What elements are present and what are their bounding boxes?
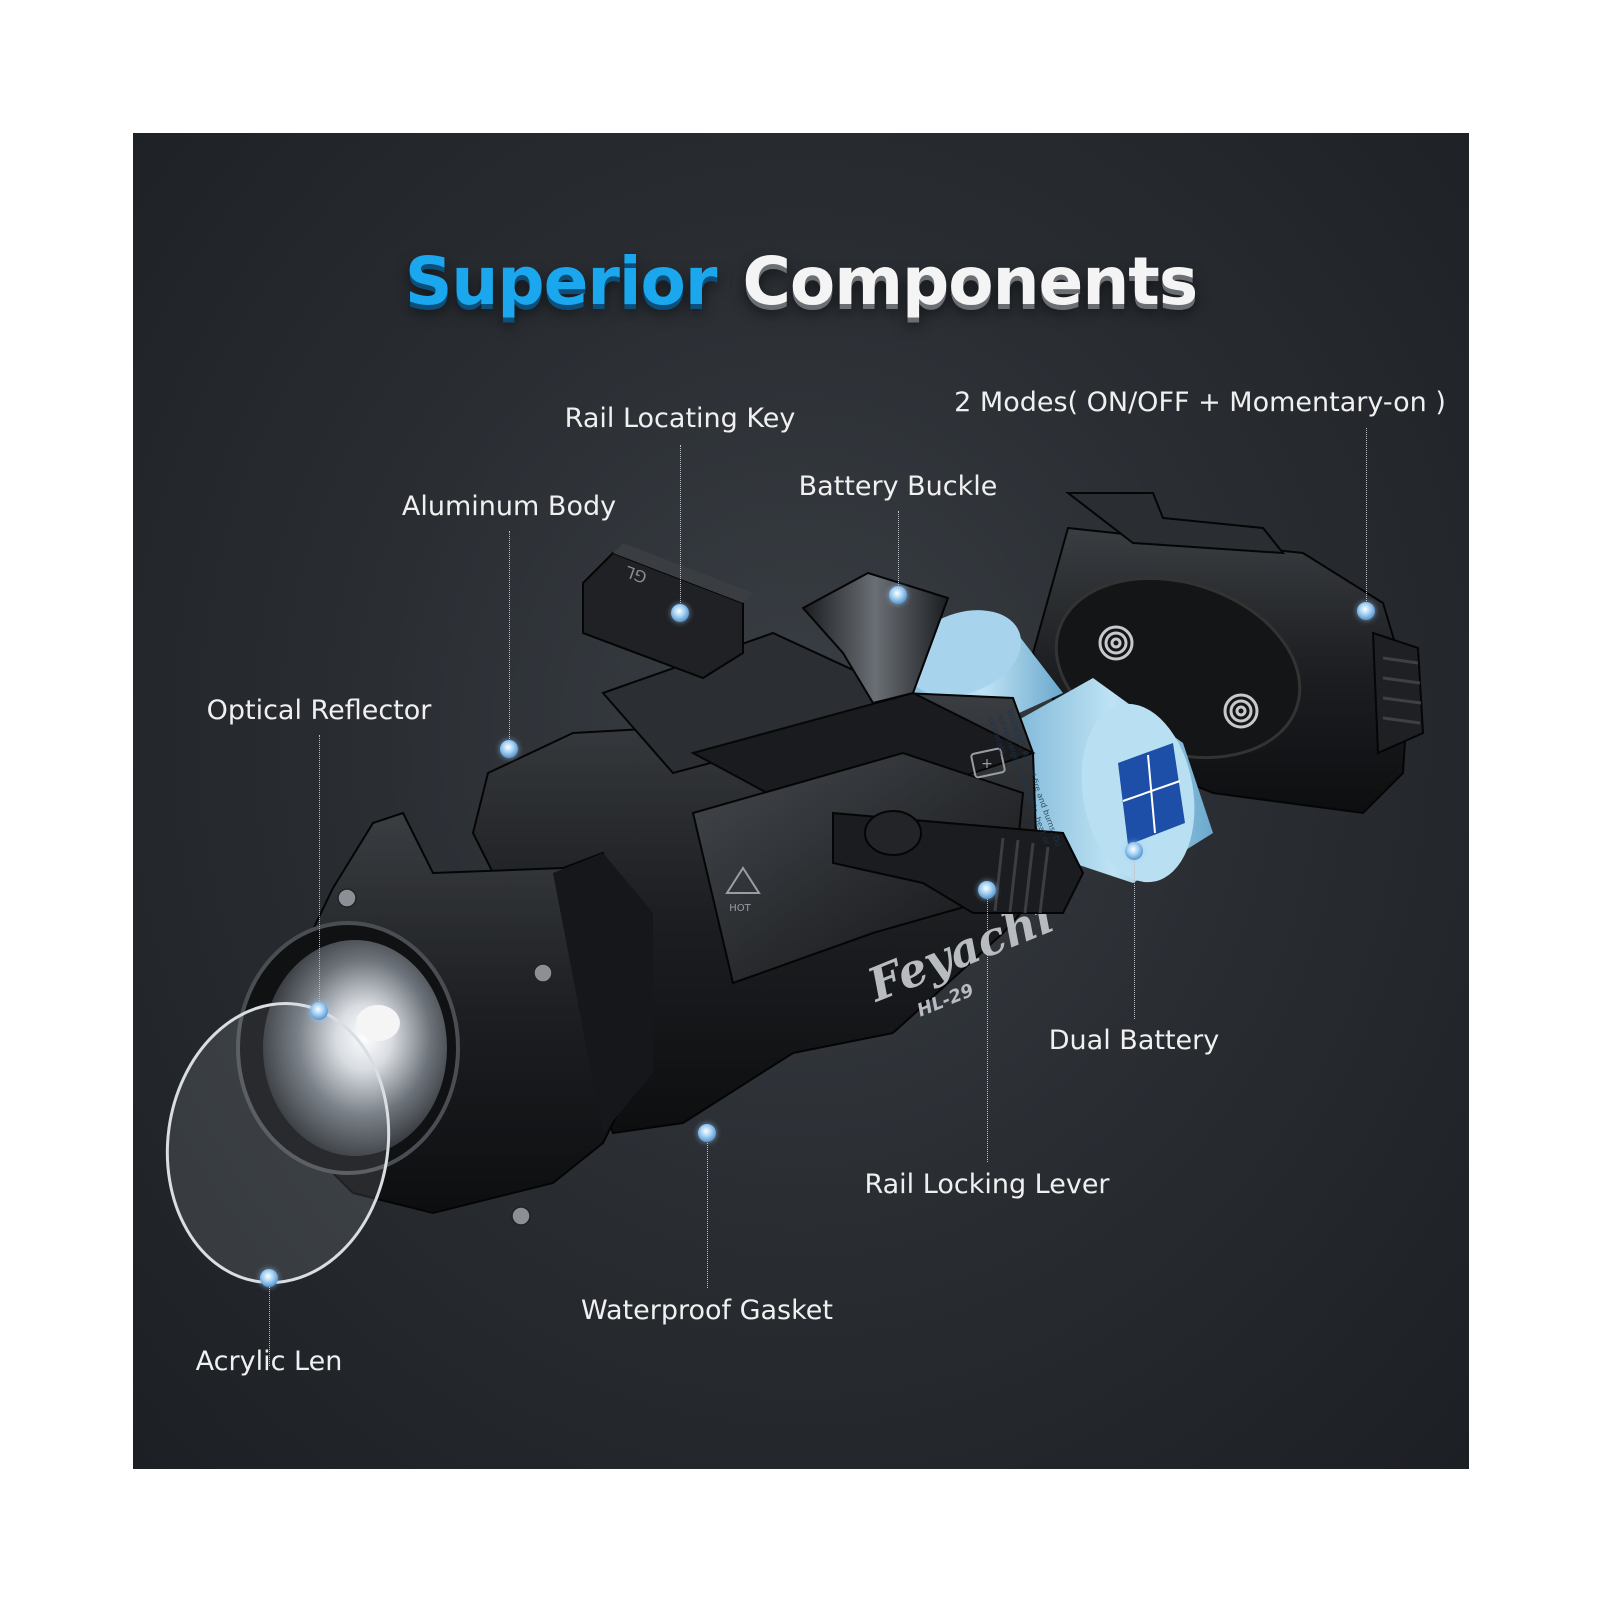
page-title: Superior Components: [133, 243, 1469, 320]
battery-buckle-clip: [801, 571, 950, 705]
leader-aluminum-body: [509, 531, 510, 749]
leader-rail-locating-key: [680, 445, 681, 613]
label-optical-reflector: Optical Reflector: [206, 695, 432, 726]
weapon-light-illustration: + HOT Feyachi HL-29 GL: [165, 492, 1425, 1284]
dot-acrylic-len: [260, 1269, 278, 1287]
leader-two-modes: [1366, 428, 1367, 611]
label-waterproof-gasket: Waterproof Gasket: [581, 1295, 833, 1326]
dot-dual-battery: [1125, 842, 1143, 860]
leader-optical-reflector: [319, 735, 320, 1011]
rail-key: GL: [582, 543, 753, 680]
dot-rail-locking-lever: [978, 881, 996, 899]
dot-optical-reflector: [310, 1002, 328, 1020]
dot-two-modes: [1357, 602, 1375, 620]
locking-lever: [832, 810, 1085, 914]
dot-battery-buckle: [889, 586, 907, 604]
leader-acrylic-len: [269, 1278, 270, 1366]
title-superior: Superior: [404, 243, 718, 320]
leader-rail-locking-lever: [987, 890, 988, 1162]
label-two-modes: 2 Modes( ON/OFF + Momentary-on ): [954, 387, 1446, 418]
leader-dual-battery: [1134, 851, 1135, 1019]
leader-battery-buckle: [898, 511, 899, 595]
label-acrylic-len: Acrylic Len: [195, 1346, 343, 1377]
label-rail-locating-key: Rail Locating Key: [564, 403, 796, 434]
product-panel: + HOT Feyachi HL-29 GL: [133, 133, 1469, 1469]
dot-rail-locating-key: [671, 604, 689, 622]
svg-text:+: +: [981, 756, 993, 772]
dot-aluminum-body: [500, 740, 518, 758]
light-head: [165, 811, 653, 1284]
title-components: Components: [742, 243, 1198, 320]
leader-waterproof-gasket: [707, 1133, 708, 1288]
label-dual-battery: Dual Battery: [1048, 1025, 1220, 1056]
dot-waterproof-gasket: [698, 1124, 716, 1142]
label-rail-locking-lever: Rail Locking Lever: [864, 1169, 1110, 1200]
label-battery-buckle: Battery Buckle: [798, 471, 998, 502]
hot-mark: HOT: [729, 903, 751, 914]
label-aluminum-body: Aluminum Body: [401, 491, 617, 522]
